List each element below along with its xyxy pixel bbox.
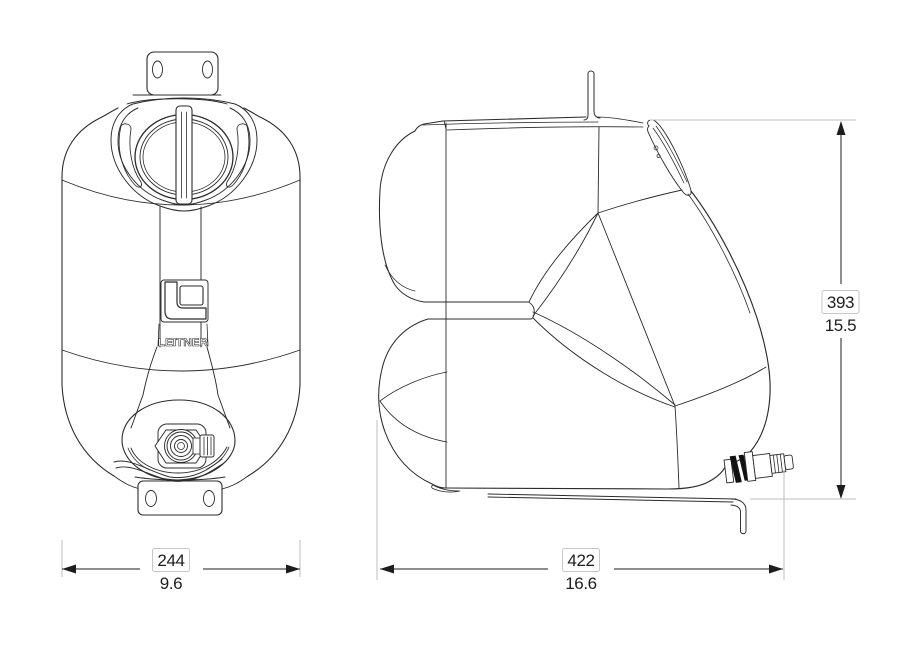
side-outlet-fitting (723, 451, 794, 484)
front-width-mm-label: 244 (157, 551, 184, 570)
side-height-dimension: 393 15.5 (650, 119, 860, 500)
front-bottom-bracket (134, 476, 226, 516)
side-view-drawing (378, 70, 794, 535)
side-height-inches-label: 15.5 (825, 316, 857, 335)
side-bottom-bracket (487, 493, 747, 535)
front-width-dimension: 244 9.6 (61, 540, 301, 593)
side-length-inches-label: 16.6 (565, 574, 597, 593)
front-valve-fitting (154, 423, 215, 469)
side-breather-pin (583, 70, 601, 121)
front-width-inches-label: 9.6 (160, 574, 182, 593)
front-filler-cap (134, 105, 234, 205)
side-length-dimension: 422 16.6 (376, 420, 785, 593)
front-view-drawing: LEITNER (61, 51, 301, 516)
brand-band: LEITNER (157, 323, 209, 349)
front-cap-recess (110, 97, 258, 212)
front-top-bracket (126, 51, 228, 105)
brand-text: LEITNER (158, 337, 208, 349)
side-top-flange (414, 116, 644, 132)
leitner-logo (160, 279, 209, 323)
side-right-outline (431, 190, 771, 493)
side-height-mm-label: 393 (827, 293, 854, 312)
side-crease-lines (528, 126, 767, 489)
side-left-lobes (378, 130, 535, 489)
front-valve-dome (113, 399, 236, 482)
front-center-channel (130, 206, 231, 429)
side-cap-profile (647, 119, 692, 196)
side-length-mm-label: 422 (567, 551, 594, 570)
